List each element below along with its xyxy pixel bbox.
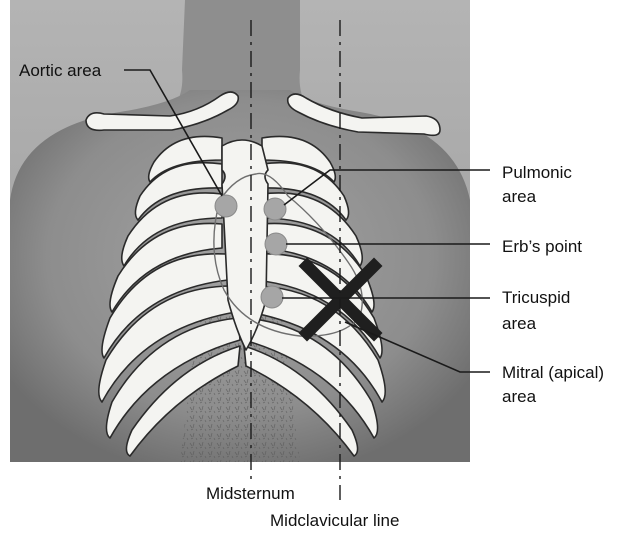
mitral-area-label-line2: area xyxy=(502,387,537,406)
pulmonic-area-spot xyxy=(264,198,286,220)
midclavicular-line-label: Midclavicular line xyxy=(270,511,399,530)
tricuspid-area-label-line2: area xyxy=(502,314,537,333)
tricuspid-area-spot xyxy=(261,286,283,308)
aortic-area-spot xyxy=(215,195,237,217)
midsternum-label: Midsternum xyxy=(206,484,295,503)
aortic-area-label: Aortic area xyxy=(19,61,102,80)
erbs-point-label: Erb’s point xyxy=(502,237,582,256)
mitral-area-label-line1: Mitral (apical) xyxy=(502,363,604,382)
tricuspid-area-label-line1: Tricuspid xyxy=(502,288,570,307)
pulmonic-area-label-line1: Pulmonic xyxy=(502,163,572,182)
pulmonic-area-label-line2: area xyxy=(502,187,537,206)
erbs-point-spot xyxy=(265,233,287,255)
